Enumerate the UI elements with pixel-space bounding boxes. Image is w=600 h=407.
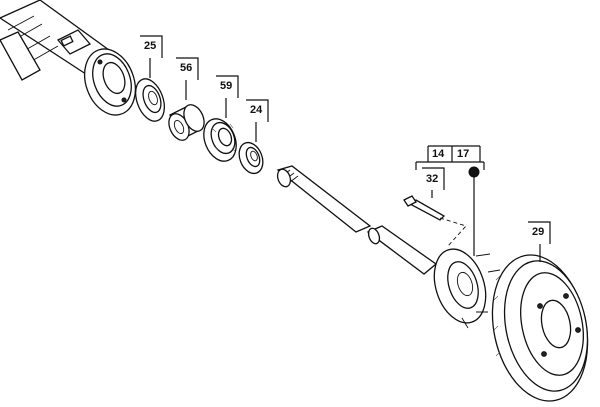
callout-label: 29 xyxy=(532,226,544,238)
part-ring-24 xyxy=(238,141,264,175)
housing-flange xyxy=(83,48,137,116)
callout-label: 25 xyxy=(144,40,156,52)
axle-shaft xyxy=(276,165,438,275)
callout-label: 14 xyxy=(432,148,445,160)
callout-label: 17 xyxy=(457,148,469,160)
callout-label: 24 xyxy=(250,104,263,116)
part-seal-25 xyxy=(135,78,165,122)
callout-label: 32 xyxy=(426,173,438,185)
part-bearing-59 xyxy=(203,118,237,162)
callout-29: 29 xyxy=(528,221,551,262)
wheel-hub xyxy=(433,248,501,329)
part-bolt-32 xyxy=(403,195,446,221)
part-sleeve-56 xyxy=(168,104,205,141)
callout-label: 56 xyxy=(180,62,192,74)
assembly-marker-dot xyxy=(468,166,480,178)
callout-56: 56 xyxy=(176,57,199,100)
brake-drum-29 xyxy=(491,254,589,402)
callout-label: 59 xyxy=(220,80,232,92)
callout-24: 24 xyxy=(246,99,269,142)
callout-32: 32 xyxy=(422,167,445,198)
callout-14-17: 14 17 xyxy=(415,145,485,256)
callout-25: 25 xyxy=(140,35,163,78)
callout-59: 59 xyxy=(216,75,239,118)
